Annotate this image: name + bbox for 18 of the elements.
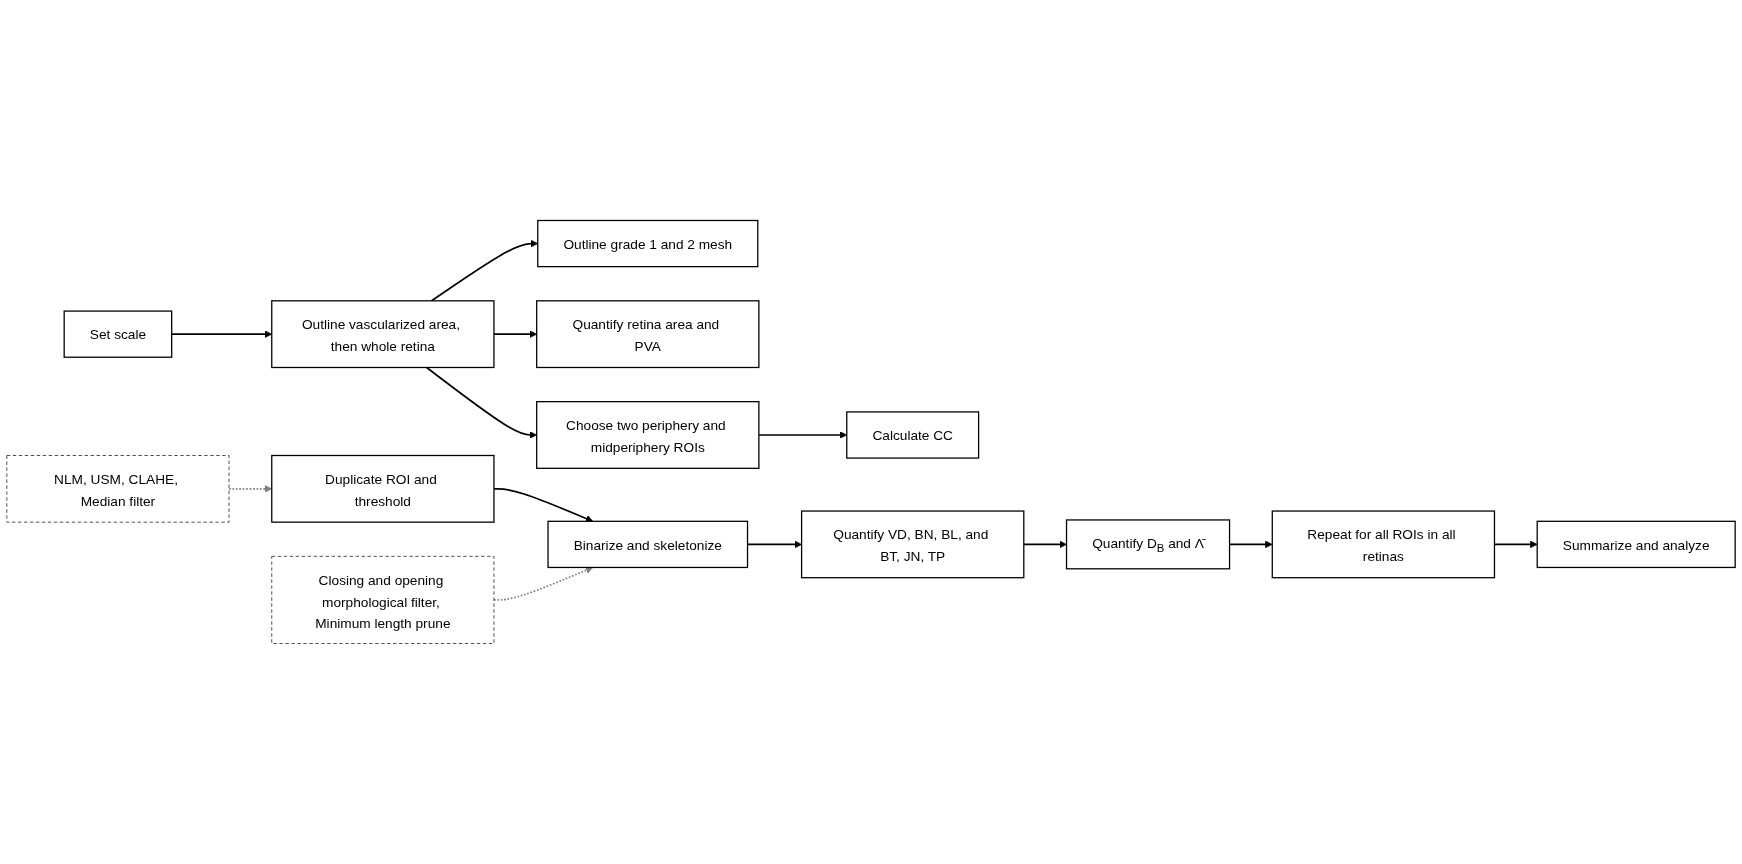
arrow: [493, 566, 594, 601]
node-box: Quantify VD, BN, BL, and BT, JN, TP: [800, 510, 1025, 579]
node-box: Calculate CC: [846, 411, 980, 459]
node-box: Closing and opening morphological filter, Minimum length prune: [271, 555, 495, 644]
node-box: Outline vascularized area, then whole retina: [271, 300, 495, 369]
arrow: [493, 330, 537, 338]
node-box: Summarize and analyze: [1536, 520, 1736, 569]
arrow: [493, 487, 594, 523]
arrow: [425, 366, 537, 439]
node-box: Quantify retina area and PVA: [536, 300, 760, 369]
node-box: Set scale: [63, 310, 173, 358]
node-box: Duplicate ROI and threshold: [271, 454, 495, 523]
node-box: Binarize and skeletonize: [547, 520, 749, 569]
node-box: NLM, USM, CLAHE, Median filter: [6, 455, 230, 523]
node-box: Choose two periphery and midperiphery ROIs: [536, 401, 760, 469]
node-box: Quantify D$_{B}$ and Λ̄: [1065, 519, 1231, 570]
node-box: Outline grade 1 and 2 mesh: [537, 219, 759, 268]
node-box: Repeat for all ROIs in all retinas: [1271, 510, 1496, 579]
